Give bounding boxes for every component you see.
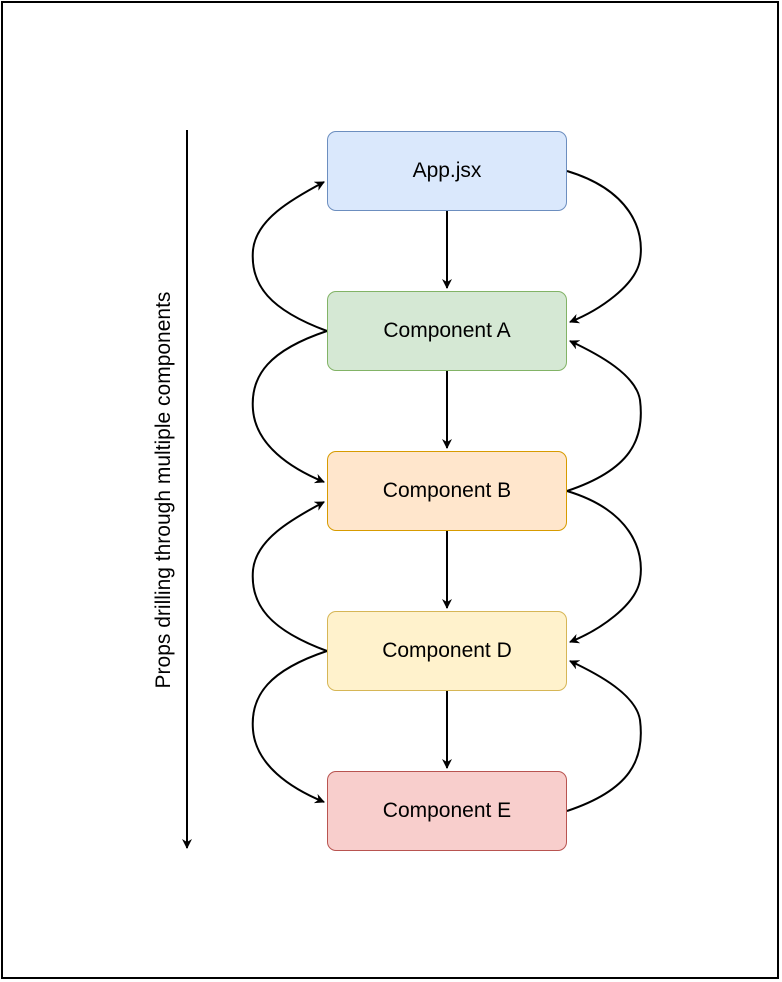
node-component-b: Component B — [327, 451, 567, 531]
node-component-b-label: Component B — [382, 479, 512, 502]
node-component-e: Component E — [327, 771, 567, 851]
node-component-e-label: Component E — [382, 799, 512, 822]
edge-b-to-a-curve — [566, 340, 642, 492]
node-component-d: Component D — [327, 611, 567, 691]
node-app-label: App.jsx — [412, 159, 482, 182]
node-component-d-label: Component D — [382, 639, 512, 662]
edge-a-to-b-curve — [251, 330, 328, 484]
edge-d-to-e-curve — [251, 650, 328, 804]
edge-e-to-d-curve — [566, 660, 642, 812]
side-label: Props drilling through multiple componen… — [152, 291, 175, 689]
edge-a-to-app-curve — [251, 181, 328, 332]
edge-b-to-d-curve — [566, 490, 642, 644]
node-component-a: Component A — [327, 291, 567, 371]
node-app: App.jsx — [327, 131, 567, 211]
node-component-a-label: Component A — [383, 319, 511, 342]
edge-d-to-b-curve — [251, 501, 328, 652]
edge-app-to-a-curve — [566, 170, 642, 324]
